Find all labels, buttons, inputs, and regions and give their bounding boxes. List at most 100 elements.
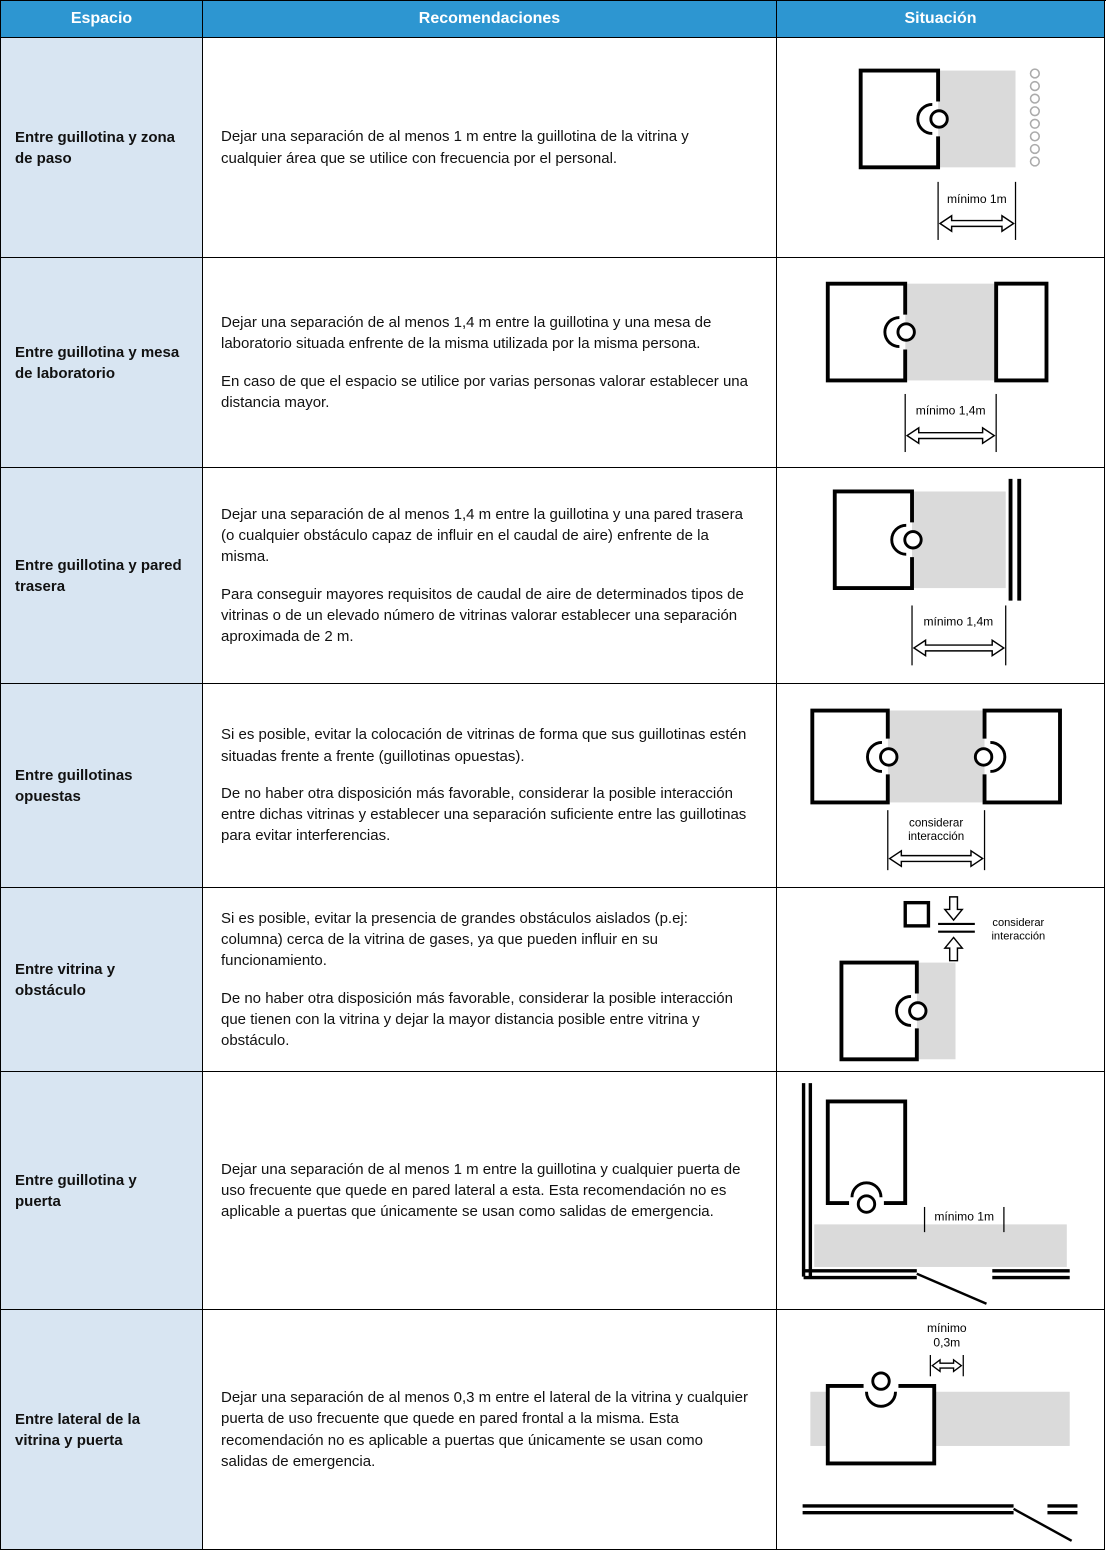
measure-label: mínimo 1,4m	[923, 614, 993, 628]
double-arrow	[887, 849, 984, 868]
door-leaf	[1012, 1507, 1072, 1542]
lab-bench	[993, 281, 1048, 382]
passage-markers	[1029, 67, 1040, 167]
double-arrow	[930, 1357, 962, 1373]
person-head	[973, 747, 993, 767]
header-espacio: Espacio	[1, 1, 203, 38]
person-head	[870, 1370, 891, 1391]
recommendation-paragraph: De no haber otra disposición más favorab…	[221, 989, 733, 1050]
recommendation-paragraph: Dejar una separación de al menos 1,4 m e…	[221, 313, 712, 353]
fume-hood-front-door-diagram: mínimo 0,3m	[802, 1320, 1077, 1542]
measure-label-line2: 0,3m	[933, 1335, 960, 1349]
recomendaciones-cell: Dejar una separación de al menos 1,4 m e…	[203, 258, 777, 468]
clearance-zone	[887, 710, 985, 803]
situacion-cell: mínimo 1m	[777, 1072, 1105, 1310]
front-wall	[802, 1503, 1077, 1514]
espacio-cell: Entre guillotina y pared trasera	[1, 468, 203, 684]
recomendaciones-cell: Dejar una separación de al menos 1 m ent…	[203, 1072, 777, 1310]
situacion-cell: mínimo 1m	[777, 38, 1105, 258]
person-head	[907, 1000, 927, 1021]
espacio-cell: Entre guillotina y puerta	[1, 1072, 203, 1310]
espacio-cell: Entre guillotina y zona de paso	[1, 38, 203, 258]
fume-hood-lab-bench-diagram: mínimo 1,4m	[825, 281, 1048, 452]
fume-hood-outline	[825, 1099, 907, 1205]
situacion-cell: mínimo 0,3m	[777, 1310, 1105, 1550]
table-row: Entre guillotina y zona de paso Dejar un…	[1, 38, 1106, 258]
recomendaciones-cell: Dejar una separación de al menos 0,3 m e…	[203, 1310, 777, 1550]
measure-label: mínimo 1m	[946, 192, 1006, 206]
table-row: Entre guillotina y mesa de laboratorio D…	[1, 258, 1106, 468]
person-head	[895, 321, 916, 342]
espacio-label: Entre vitrina y obstáculo	[15, 960, 116, 999]
fume-hood-rear-wall-diagram: mínimo 1,4m	[832, 478, 1021, 665]
recomendaciones-cell: Si es posible, evitar la colocación de v…	[203, 684, 777, 888]
table-row: Entre guillotinas opuestas Si es posible…	[1, 684, 1106, 888]
person-shoulders	[850, 1180, 882, 1197]
recomendaciones-cell: Dejar una separación de al menos 1 m ent…	[203, 38, 777, 258]
airflow-up-arrow	[942, 935, 964, 961]
espacio-cell: Entre lateral de la vitrina y puerta	[1, 1310, 203, 1550]
espacio-label: Entre guillotina y puerta	[15, 1171, 137, 1210]
espacio-cell: Entre guillotina y mesa de laboratorio	[1, 258, 203, 468]
measure-label: mínimo 1,4m	[915, 403, 985, 417]
measure-label: mínimo 1m	[934, 1209, 994, 1223]
espacio-cell: Entre guillotinas opuestas	[1, 684, 203, 888]
recommendation-paragraph: De no haber otra disposición más favorab…	[221, 784, 747, 845]
situacion-cell: mínimo 1,4m	[777, 468, 1105, 684]
recomendaciones-cell: Dejar una separación de al menos 1,4 m e…	[203, 468, 777, 684]
fume-hood-outline	[825, 1383, 936, 1465]
person-shoulders	[915, 102, 932, 135]
recommendation-paragraph: Si es posible, evitar la colocación de v…	[221, 726, 747, 765]
measure-label-line1: mínimo	[927, 1320, 967, 1334]
person-head	[878, 747, 898, 767]
espacio-label: Entre guillotina y zona de paso	[15, 128, 176, 167]
interaction-label-line2: interacción	[991, 930, 1045, 942]
person-shoulders	[864, 1391, 897, 1408]
recommendation-paragraph: Para conseguir mayores requisitos de cau…	[221, 585, 744, 646]
table-row: Entre guillotina y pared trasera Dejar u…	[1, 468, 1106, 684]
interaction-label-line1: considerar	[992, 916, 1044, 928]
recommendation-paragraph: Dejar una separación de al menos 1 m ent…	[221, 1160, 741, 1221]
fume-hood-passage-zone-diagram: mínimo 1m	[858, 67, 1040, 240]
double-arrow	[905, 425, 996, 445]
measure-label-line1: considerar	[909, 817, 963, 830]
fume-hood-outline	[839, 960, 919, 1061]
recomendaciones-cell: Si es posible, evitar la presencia de gr…	[203, 888, 777, 1072]
person-head	[856, 1193, 876, 1214]
fume-hood-outline	[832, 489, 914, 590]
situacion-cell: mínimo 1,4m	[777, 258, 1105, 468]
recommendation-paragraph: Si es posible, evitar la presencia de gr…	[221, 909, 688, 970]
person-shoulders	[889, 523, 906, 556]
person-shoulders	[882, 315, 899, 348]
person-head	[902, 529, 923, 549]
fume-hood-outline	[858, 68, 940, 169]
table-header-row: Espacio Recomendaciones Situación	[1, 1, 1106, 38]
measure-label-line2: interacción	[908, 830, 964, 843]
double-arrow	[912, 638, 1005, 657]
fume-hood-left-outline	[809, 708, 890, 805]
bottom-wall	[803, 1268, 1070, 1279]
espacio-label: Entre guillotina y pared trasera	[15, 556, 182, 595]
fume-hood-right-outline	[982, 708, 1062, 805]
clearance-zone	[813, 1223, 1067, 1267]
fume-hood-outline	[825, 281, 907, 382]
header-situacion: Situación	[777, 1, 1105, 38]
espacio-label: Entre guillotinas opuestas	[15, 766, 133, 805]
door-leaf	[915, 1272, 987, 1305]
espacio-label: Entre lateral de la vitrina y puerta	[15, 1410, 141, 1449]
clearance-zone	[911, 490, 1006, 588]
person-shoulders	[894, 994, 911, 1027]
recommendation-paragraph: Dejar una separación de al menos 1 m ent…	[221, 128, 689, 167]
airflow-down-arrow	[942, 895, 964, 921]
table-row: Entre guillotina y puerta Dejar una sepa…	[1, 1072, 1106, 1310]
clearance-zone	[904, 283, 996, 380]
fume-hood-obstacle-diagram: considerar interacción	[839, 895, 1045, 1061]
situacion-cell: considerar interacción	[777, 684, 1105, 888]
recommendation-paragraph: En caso de que el espacio se utilice por…	[221, 372, 748, 411]
table-row: Entre vitrina y obstáculo Si es posible,…	[1, 888, 1106, 1072]
table-row: Entre lateral de la vitrina y puerta Dej…	[1, 1310, 1106, 1550]
person-head	[928, 108, 949, 129]
side-wall	[801, 1082, 812, 1277]
header-recomendaciones: Recomendaciones	[203, 1, 777, 38]
